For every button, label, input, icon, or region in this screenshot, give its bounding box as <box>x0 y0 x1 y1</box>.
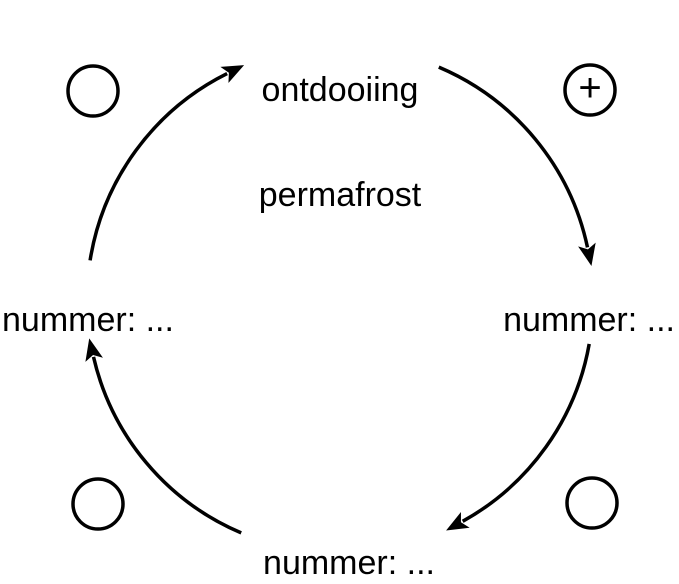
arrow-right-to-bottom <box>446 343 591 531</box>
arrow-bottom-to-left <box>85 338 242 535</box>
plus-sign: + <box>578 65 602 110</box>
sign-circle-bottom-right <box>565 476 619 530</box>
sign-circle-bottom-left <box>71 477 125 531</box>
top-node-label-line1: ontdooiing <box>261 71 419 109</box>
top-node-label-line2: permafrost <box>258 176 422 214</box>
bottom-node-label: nummer: ... <box>263 544 435 582</box>
right-node-label: nummer: ... <box>503 301 675 339</box>
sign-value-bottom-right <box>567 478 617 528</box>
sign-value-top-left <box>68 66 118 116</box>
left-node-label: nummer: ... <box>2 301 174 339</box>
arrow-top-to-right <box>438 65 596 266</box>
sign-circle-top-right <box>563 63 617 117</box>
arrow-left-to-top <box>88 65 245 261</box>
sign-value-bottom-left <box>73 479 123 529</box>
top-node-label: ontdooiing permafrost <box>259 3 422 283</box>
sign-circle-top-left <box>66 64 120 118</box>
